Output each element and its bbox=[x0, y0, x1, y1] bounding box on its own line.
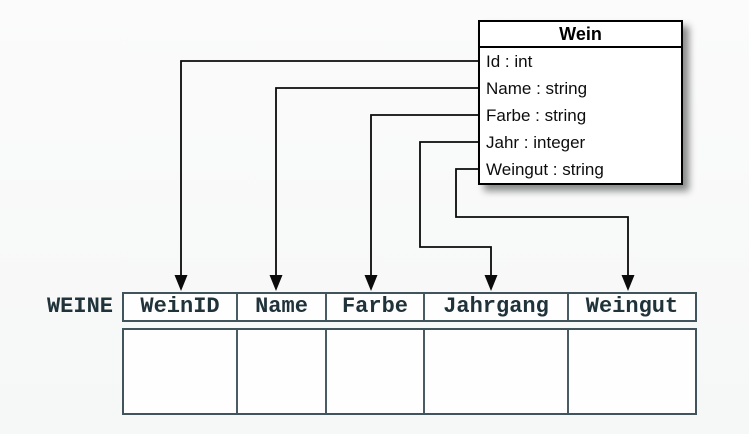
connector-jahr-to-jahrgang bbox=[419, 141, 498, 291]
class-box-title: Wein bbox=[480, 22, 681, 48]
connector-name-to-name bbox=[269, 87, 481, 291]
body-cell-weinid bbox=[124, 330, 238, 413]
arrowhead-down-icon bbox=[484, 275, 498, 291]
column-header-weinid: WeinID bbox=[124, 294, 238, 320]
class-attribute-name: Name : string bbox=[486, 79, 588, 98]
column-header-jahrgang: Jahrgang bbox=[425, 294, 569, 320]
arrowhead-down-icon bbox=[174, 275, 188, 291]
arrowhead-down-icon bbox=[621, 275, 635, 291]
body-cell-weingut bbox=[569, 330, 695, 413]
connector-weingut-to-weingut bbox=[455, 168, 635, 291]
class-attribute-jahr: Jahr : integer bbox=[486, 133, 586, 152]
arrowhead-down-icon bbox=[269, 275, 283, 291]
relation-table-body-row bbox=[122, 328, 697, 415]
connector-id-to-weinid bbox=[174, 60, 481, 291]
body-cell-jahrgang bbox=[425, 330, 569, 413]
column-header-name: Name bbox=[238, 294, 327, 320]
body-cell-farbe bbox=[327, 330, 425, 413]
relation-table-label: WEINE bbox=[46, 294, 113, 319]
arrowhead-down-icon bbox=[364, 275, 378, 291]
class-box-wein: Wein Id : int Name : string Farbe : stri… bbox=[478, 20, 683, 185]
column-header-farbe: Farbe bbox=[327, 294, 425, 320]
connector-farbe-to-farbe bbox=[364, 114, 481, 291]
class-attribute-weingut: Weingut : string bbox=[486, 160, 604, 179]
class-attribute-farbe: Farbe : string bbox=[486, 106, 587, 125]
body-cell-name bbox=[238, 330, 327, 413]
class-attribute-id: Id : int bbox=[486, 52, 533, 71]
column-header-weingut: Weingut bbox=[585, 294, 679, 319]
relation-table-header-row: WeinID Name Farbe Jahrgang Weingut bbox=[122, 292, 697, 322]
class-box-attribute-list: Id : int Name : string Farbe : string Ja… bbox=[480, 48, 681, 183]
